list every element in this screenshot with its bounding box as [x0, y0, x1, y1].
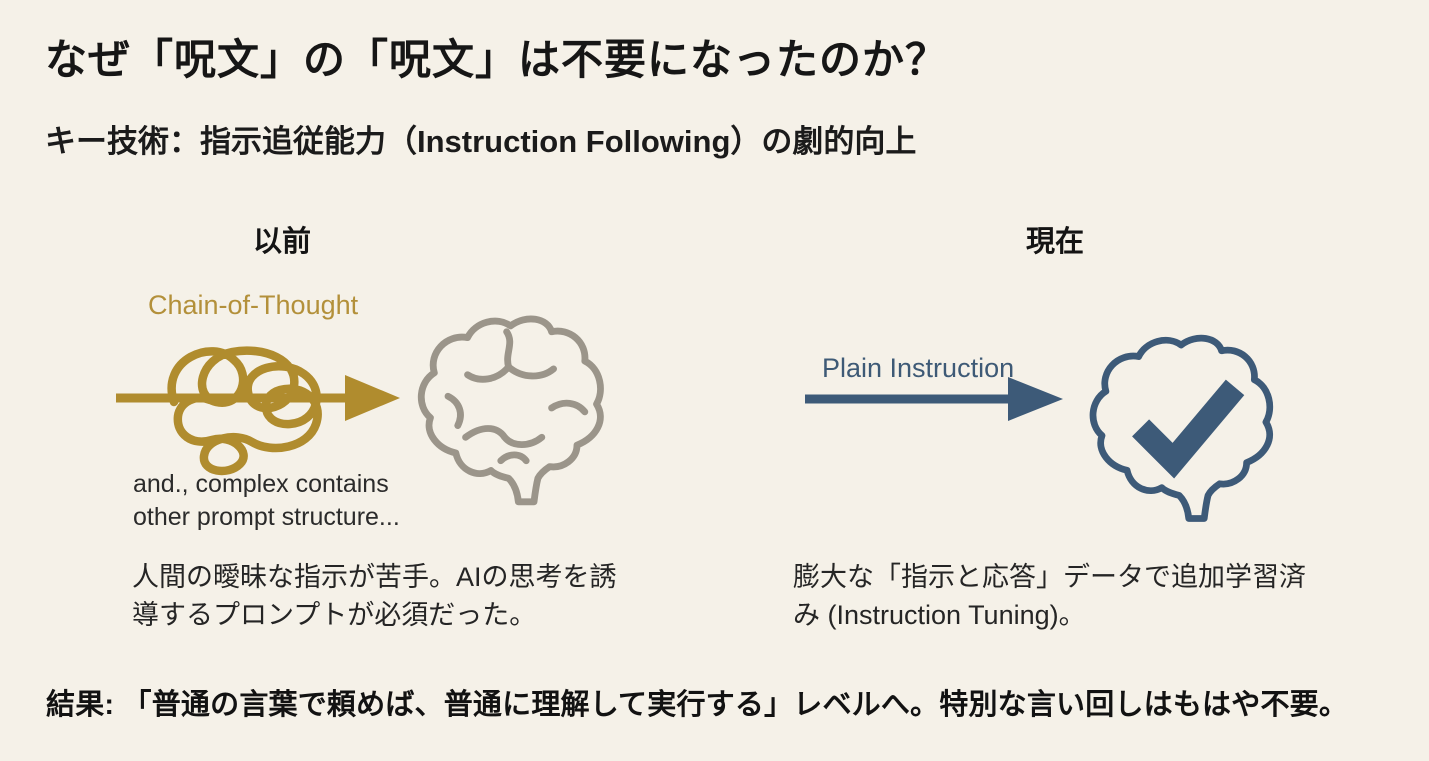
before-note: and., complex contains other prompt stru… [133, 468, 400, 533]
before-note-line1: and., complex contains [133, 470, 389, 498]
after-description: 膨大な「指示と応答」データで追加学習済み (Instruction Tuning… [793, 562, 1306, 631]
page-title: なぜ「呪文」の「呪文」は不要になったのか？ [45, 36, 949, 83]
before-description: 人間の曖昧な指示が苦手。AIの思考を誘導するプロンプトが必須だった。 [132, 562, 617, 631]
before-method-label: Chain-of-Thought [148, 290, 359, 320]
straight-arrow-icon [803, 375, 1065, 423]
before-note-line2: other prompt structure... [133, 502, 400, 531]
tangled-scribble-arrow-icon [112, 330, 402, 480]
page-subtitle: キー技術：指示追従能力（Instruction Following）の劇的向上 [45, 124, 917, 159]
before-heading: 以前 [252, 226, 311, 258]
brain-checkmark-icon [1072, 318, 1294, 532]
checkmark-glyph [1132, 379, 1245, 479]
after-method-label: Plain Instruction [822, 353, 1015, 383]
gray-brain-outline-icon [405, 298, 620, 516]
after-heading: 現在 [1025, 226, 1084, 258]
result-text: 結果: 「普通の言葉で頼めば、普通に理解して実行する」レベルへ。特別な言い回しは… [46, 689, 1349, 721]
